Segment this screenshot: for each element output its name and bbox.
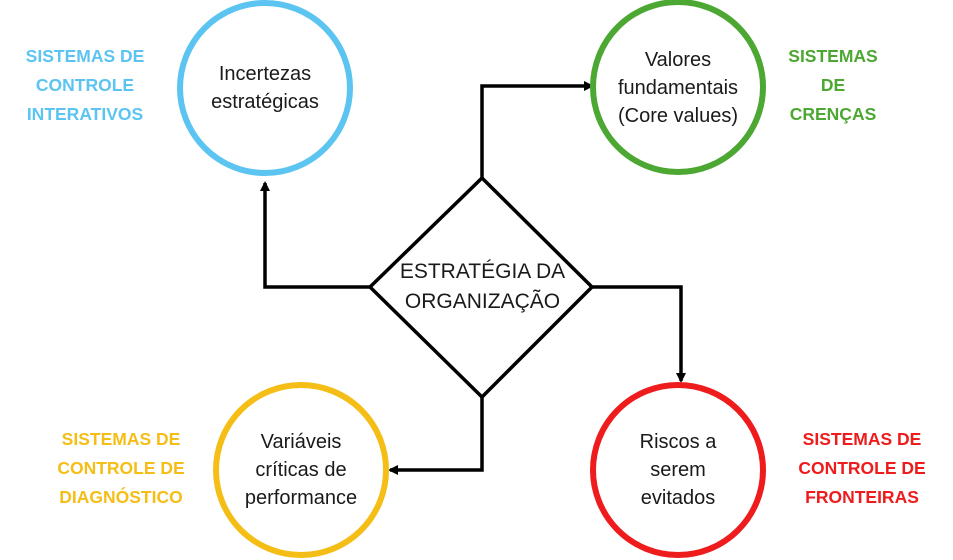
arrow-to-boundary bbox=[592, 285, 686, 383]
diagnostic-systems-label: SISTEMAS DE CONTROLE DE DIAGNÓSTICO bbox=[46, 425, 196, 512]
node-line: Variáveis bbox=[260, 431, 342, 453]
node-line: fundamentais bbox=[617, 77, 739, 99]
node-line: Riscos a bbox=[639, 431, 717, 453]
label-line: DIAGNÓSTICO bbox=[59, 487, 183, 507]
strategy-text: ESTRATÉGIA DA ORGANIZAÇÃO bbox=[380, 252, 585, 322]
interactive-node-text: Incertezas estratégicas bbox=[195, 58, 335, 118]
node-line: (Core values) bbox=[617, 105, 739, 127]
boundary-node-text: Riscos a serem evitados bbox=[608, 426, 748, 514]
label-line: FRONTEIRAS bbox=[805, 487, 919, 507]
boundary-circle bbox=[590, 382, 766, 558]
interactive-systems-label: SISTEMAS DE CONTROLE INTERATIVOS bbox=[10, 42, 160, 129]
node-line: estratégicas bbox=[211, 91, 319, 113]
label-line: CONTROLE bbox=[35, 75, 135, 95]
label-line: DE bbox=[820, 75, 846, 95]
node-line: serem bbox=[650, 459, 706, 481]
node-line: críticas de bbox=[255, 459, 347, 481]
label-line: CRENÇAS bbox=[789, 104, 877, 124]
beliefs-circle bbox=[590, 0, 766, 175]
label-line: CONTROLE DE bbox=[57, 458, 185, 478]
label-line: SISTEMAS DE bbox=[61, 429, 181, 449]
boundary-systems-label: SISTEMAS DE CONTROLE DE FRONTEIRAS bbox=[787, 425, 937, 512]
label-line: SISTEMAS DE bbox=[25, 46, 145, 66]
label-line: SISTEMAS DE bbox=[802, 429, 922, 449]
label-line: SISTEMAS bbox=[788, 46, 878, 66]
diagnostic-circle bbox=[213, 382, 389, 558]
beliefs-node-text: Valores fundamentais (Core values) bbox=[603, 44, 753, 132]
strategy-line: ORGANIZAÇÃO bbox=[404, 290, 561, 313]
strategy-diamond bbox=[367, 175, 595, 400]
node-line: Incertezas bbox=[218, 63, 312, 85]
node-line: Valores bbox=[644, 49, 712, 71]
beliefs-systems-label: SISTEMAS DE CRENÇAS bbox=[768, 42, 898, 129]
diagnostic-node-text: Variáveis críticas de performance bbox=[231, 426, 371, 514]
arrow-to-beliefs bbox=[480, 81, 594, 178]
arrow-to-interactive bbox=[260, 181, 370, 289]
interactive-circle bbox=[177, 0, 353, 176]
strategy-line: ESTRATÉGIA DA bbox=[399, 260, 566, 283]
node-line: evitados bbox=[640, 487, 716, 509]
node-line: performance bbox=[244, 487, 358, 509]
arrow-to-diagnostic bbox=[388, 397, 484, 475]
label-line: INTERATIVOS bbox=[26, 104, 144, 124]
label-line: CONTROLE DE bbox=[798, 458, 926, 478]
